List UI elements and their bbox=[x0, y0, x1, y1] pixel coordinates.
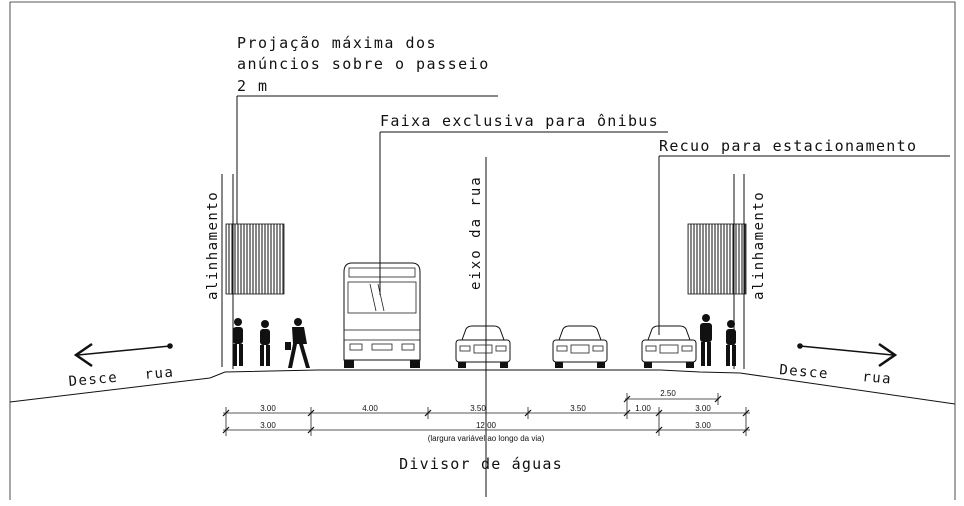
car-2 bbox=[552, 325, 608, 368]
street-axis-label: eixo da rua bbox=[468, 175, 484, 290]
divider-label: Divisor de águas bbox=[399, 455, 563, 473]
drawing-frame bbox=[10, 1, 956, 500]
slope-left-label-word2: rua bbox=[144, 364, 175, 383]
slope-right-label-word2: rua bbox=[862, 369, 893, 388]
projection-label-line2: anúncios sobre o passeio bbox=[237, 55, 490, 73]
dim-row1-6: 3.00 bbox=[695, 404, 711, 413]
dim-row1-5: 1.00 bbox=[635, 404, 651, 413]
slope-left-label-word1: Desce bbox=[68, 370, 119, 390]
bus-drawing bbox=[343, 262, 421, 368]
dimension-ticks bbox=[222, 395, 750, 434]
dim-row2-right: 3.00 bbox=[695, 421, 711, 430]
pedestrian-5 bbox=[726, 320, 736, 366]
alignment-label-right: alinhamento bbox=[751, 191, 767, 300]
parking-setback-label: Recuo para estacionamento bbox=[659, 137, 917, 155]
slope-right-label-word1: Desce bbox=[779, 362, 830, 382]
dim-row2-center: 12.00 bbox=[476, 421, 497, 430]
alignment-label-left: alinhamento bbox=[205, 191, 221, 300]
slope-arrow-right bbox=[797, 342, 898, 368]
pedestrians-left bbox=[233, 318, 310, 368]
dim-row2-left: 3.00 bbox=[260, 421, 276, 430]
road-profile bbox=[9, 369, 956, 405]
pedestrian-1 bbox=[233, 318, 243, 366]
slope-arrow-left bbox=[73, 342, 173, 368]
dim-row1-2: 4.00 bbox=[362, 404, 378, 413]
pedestrian-4 bbox=[700, 314, 712, 366]
pedestrian-3 bbox=[285, 318, 310, 368]
bus-lane-label: Faixa exclusiva para ônibus bbox=[380, 112, 659, 130]
sign-projection-left bbox=[225, 223, 285, 295]
variable-width-note: (largura variável ao longo da via) bbox=[428, 434, 545, 443]
dim-row1-3: 3.50 bbox=[470, 404, 486, 413]
dim-row1-4: 3.50 bbox=[570, 404, 586, 413]
car-3 bbox=[641, 325, 697, 368]
pedestrian-2 bbox=[260, 320, 270, 366]
projection-label-line1: Projação máxima dos bbox=[237, 34, 437, 52]
dim-parking: 2.50 bbox=[660, 389, 676, 398]
car-1 bbox=[455, 325, 511, 368]
pedestrians-right bbox=[700, 314, 736, 366]
dim-row1-1: 3.00 bbox=[260, 404, 276, 413]
projection-label-line3: 2 m bbox=[237, 77, 269, 95]
sign-projection-right bbox=[687, 223, 747, 295]
